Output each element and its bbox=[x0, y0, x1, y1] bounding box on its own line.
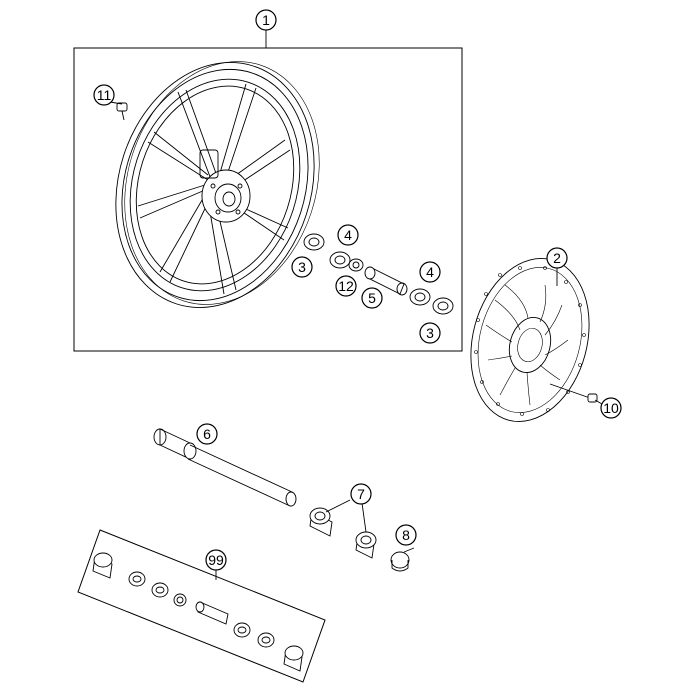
bearing-right-part-4 bbox=[409, 288, 431, 306]
callout-4-right: 4 bbox=[419, 261, 441, 283]
bearing-left-part-4 bbox=[329, 251, 351, 269]
svg-text:99: 99 bbox=[208, 552, 224, 568]
spacer-left-part-7 bbox=[309, 507, 333, 537]
disc-bolt-part-10 bbox=[549, 383, 598, 403]
svg-text:2: 2 bbox=[553, 250, 561, 266]
svg-text:4: 4 bbox=[426, 264, 434, 280]
svg-text:1: 1 bbox=[262, 12, 270, 28]
svg-text:12: 12 bbox=[338, 278, 354, 294]
callout-8: 8 bbox=[395, 524, 417, 546]
svg-text:11: 11 bbox=[97, 87, 112, 103]
repair-kit-frame bbox=[77, 529, 326, 683]
valve-bolt-part-11 bbox=[116, 102, 128, 121]
svg-text:5: 5 bbox=[368, 290, 376, 306]
callout-11: 11 bbox=[93, 84, 115, 106]
callout-7: 7 bbox=[350, 483, 372, 505]
svg-text:3: 3 bbox=[298, 259, 306, 275]
svg-text:3: 3 bbox=[426, 325, 434, 341]
callout-3-left: 3 bbox=[291, 256, 313, 278]
front-wheel-rim bbox=[115, 61, 320, 308]
callout-5: 5 bbox=[361, 287, 383, 309]
wheel-assembly-frame bbox=[73, 47, 463, 352]
bearing-right-part-3 bbox=[432, 297, 454, 315]
collar-screw-part-8 bbox=[390, 547, 415, 572]
callout-3-right: 3 bbox=[419, 322, 441, 344]
spacer-ring-part-12 bbox=[348, 258, 364, 272]
callout-1: 1 bbox=[255, 9, 277, 31]
svg-text:6: 6 bbox=[203, 426, 211, 442]
callout-4-left: 4 bbox=[337, 224, 359, 246]
wheel-hub bbox=[199, 149, 251, 223]
svg-text:8: 8 bbox=[402, 527, 410, 543]
svg-text:4: 4 bbox=[344, 227, 352, 243]
callout-99: 99 bbox=[205, 549, 227, 571]
leader-11 bbox=[109, 101, 123, 105]
callout-6: 6 bbox=[196, 423, 218, 445]
distance-sleeve-part-5 bbox=[364, 266, 408, 296]
spacer-right-part-7 bbox=[355, 531, 377, 559]
repair-kit-parts bbox=[92, 552, 304, 672]
callout-12: 12 bbox=[335, 275, 357, 297]
bearing-left-part-3 bbox=[303, 233, 325, 251]
wheel-spindle-part-6 bbox=[153, 428, 297, 507]
svg-text:10: 10 bbox=[603, 400, 619, 416]
callout-2: 2 bbox=[546, 247, 568, 269]
brake-disc-part-2 bbox=[470, 258, 590, 422]
svg-text:7: 7 bbox=[357, 486, 365, 502]
leader-7a bbox=[325, 499, 351, 513]
leader-7b bbox=[361, 502, 367, 533]
callout-10: 10 bbox=[600, 397, 622, 419]
leader-10 bbox=[594, 399, 603, 405]
